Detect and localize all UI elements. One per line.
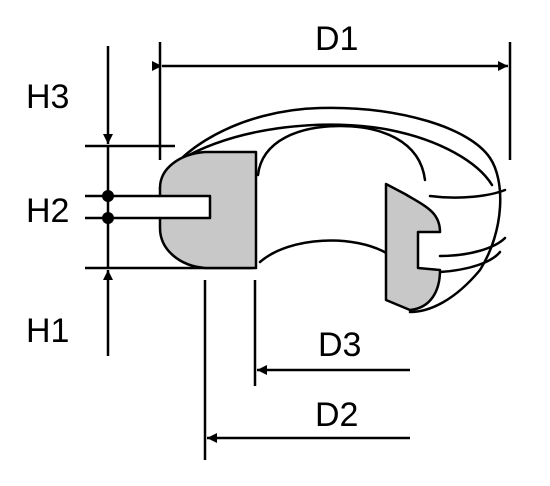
dimension-d2 — [203, 280, 410, 460]
left-cross-section — [158, 150, 258, 270]
h2-label: H2 — [26, 192, 69, 230]
dimension-d3 — [253, 280, 410, 386]
h2-dot-bottom — [102, 212, 114, 224]
grommet-body — [158, 106, 507, 314]
dimension-heights — [85, 46, 192, 356]
dimension-d1 — [152, 42, 512, 160]
grommet-top-ridge — [178, 123, 494, 187]
d3-label: D3 — [318, 326, 361, 364]
grommet-groove-lower-2 — [438, 250, 502, 274]
grommet-hole-back-edge — [256, 124, 427, 182]
grommet-hole-front-edge — [258, 239, 390, 264]
grommet-groove-upper — [428, 188, 507, 199]
d2-label: D2 — [315, 396, 358, 434]
grommet-groove-lower-1 — [438, 236, 507, 258]
d1-label: D1 — [315, 20, 358, 58]
h3-label: H3 — [26, 78, 69, 116]
grommet-outer-top-edge — [158, 106, 502, 314]
right-cross-section — [384, 182, 442, 312]
h1-label: H1 — [26, 312, 69, 350]
h2-dot-top — [102, 190, 114, 202]
